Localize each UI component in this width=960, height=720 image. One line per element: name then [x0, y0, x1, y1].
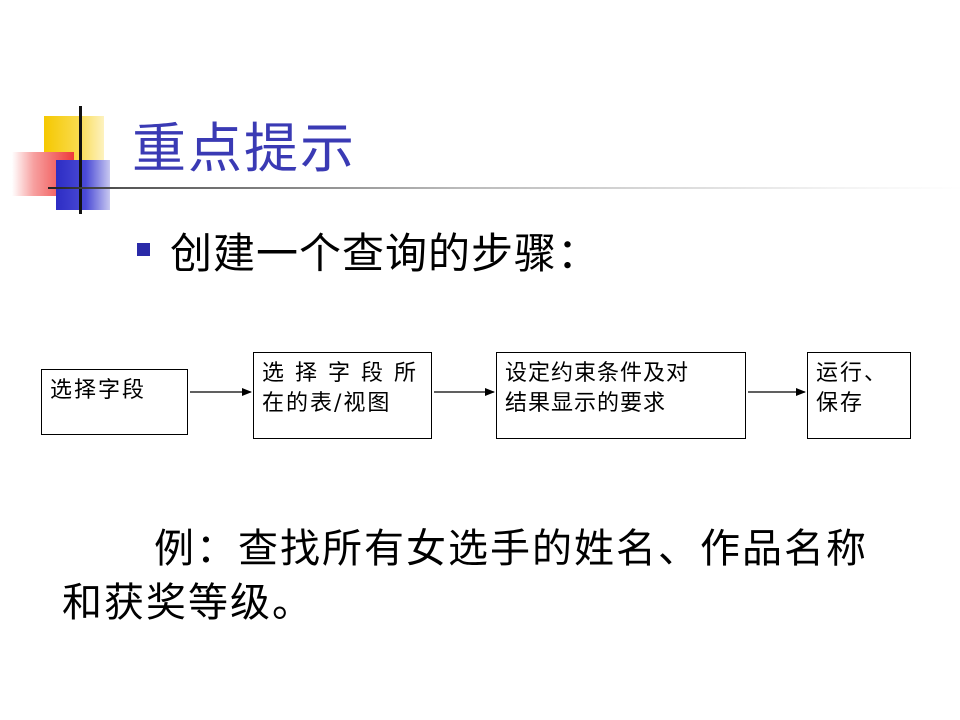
step-box-select-tables: 选 择 字 段 所 在的表/视图	[253, 352, 432, 439]
step-label: 选择字段	[50, 378, 147, 403]
step-label: 设定约束条件及对	[505, 361, 690, 386]
title-underline	[48, 187, 960, 189]
step-box-run-save: 运行、 保存	[807, 352, 911, 439]
example-line-2: 和获奖等级。	[62, 580, 314, 626]
logo-blue-square	[56, 160, 110, 210]
step-box-select-fields: 选择字段	[41, 369, 188, 435]
logo-vertical-line	[79, 106, 82, 214]
square-bullet-icon	[137, 243, 150, 256]
step-box-set-constraints: 设定约束条件及对 结果显示的要求	[496, 352, 746, 439]
step-label: 结果显示的要求	[505, 391, 667, 416]
step-label: 在的表/视图	[262, 391, 392, 416]
step-label: 选 择 字 段 所	[262, 361, 418, 386]
example-line-1: 例：查找所有女选手的姓名、作品名称	[154, 526, 868, 572]
step-label: 保存	[816, 391, 865, 416]
example-text: 例：查找所有女选手的姓名、作品名称 和获奖等级。	[62, 522, 902, 630]
bullet-text: 创建一个查询的步骤：	[170, 229, 601, 278]
step-label: 运行、	[816, 361, 889, 386]
slide-title: 重点提示	[132, 117, 356, 180]
